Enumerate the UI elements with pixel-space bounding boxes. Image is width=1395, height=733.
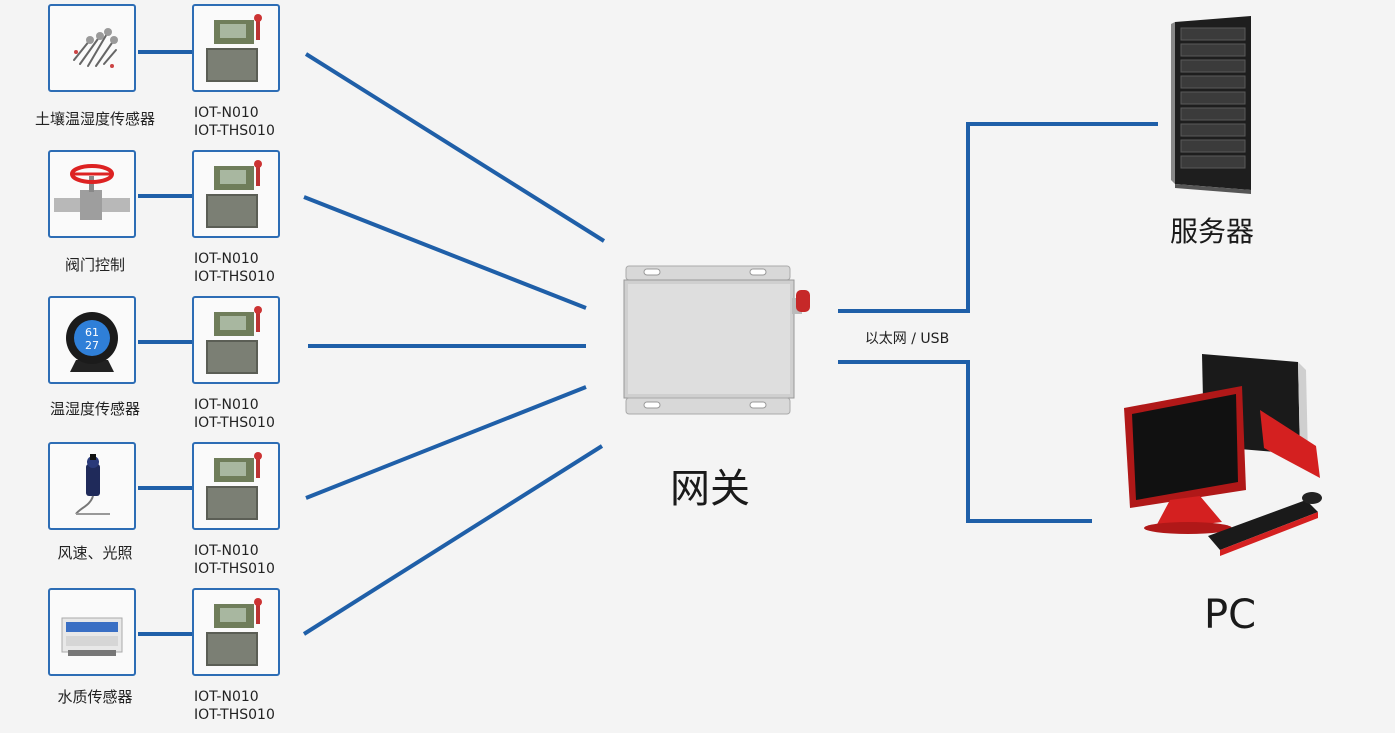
wireless-module-icon (206, 14, 262, 82)
sensor-label: 温湿度传感器 (49, 400, 140, 418)
sensor-box: 61 27 (48, 296, 136, 384)
module-label: IOT-N010 IOT-THS010 (194, 542, 304, 578)
sensor-label: 阀门控制 (64, 256, 125, 274)
module-gateway-link (302, 444, 604, 636)
svg-text:27: 27 (85, 339, 99, 352)
sensor-box (48, 588, 136, 676)
connection-label: 以太网 / USB (864, 331, 950, 347)
valve-icon (54, 164, 130, 220)
soil-probe-icon (73, 28, 118, 68)
wireless-module-icon (206, 160, 262, 228)
module-model-line1: IOT-N010 (194, 251, 259, 267)
sensor-box (48, 442, 136, 530)
sensor-box (48, 4, 136, 92)
sensor-box (48, 150, 136, 238)
svg-text:61: 61 (85, 326, 99, 339)
wireless-module-icon (206, 452, 262, 520)
module-model-line1: IOT-N010 (194, 689, 259, 705)
module-model-line2: IOT-THS010 (194, 415, 275, 431)
module-model-line1: IOT-N010 (194, 397, 259, 413)
server-rack-icon (1171, 16, 1251, 194)
module-model-line2: IOT-THS010 (194, 123, 275, 139)
module-box (192, 150, 280, 238)
gateway-pc-link (838, 360, 1092, 523)
gateway-server-link (838, 122, 1158, 313)
thermo-hygrometer-icon: 61 27 (66, 312, 118, 372)
module-model-line1: IOT-N010 (194, 105, 259, 121)
sensor-label: 风速、光照 (57, 544, 133, 562)
water-quality-analyzer-icon (61, 617, 123, 656)
wireless-module-icon (206, 598, 262, 666)
wireless-module-icon (206, 306, 262, 374)
module-box (192, 442, 280, 530)
module-label: IOT-N010 IOT-THS010 (194, 104, 304, 140)
sensor-label: 土壤温湿度传感器 (34, 110, 155, 128)
module-model-line2: IOT-THS010 (194, 561, 275, 577)
module-gateway-link (303, 195, 587, 310)
module-model-line2: IOT-THS010 (194, 269, 275, 285)
light-sensor-icon (75, 454, 110, 515)
module-gateway-link (304, 52, 606, 243)
desktop-computer-icon (1124, 354, 1322, 556)
gateway-device-icon (623, 265, 810, 415)
module-model-line1: IOT-N010 (194, 543, 259, 559)
module-label: IOT-N010 IOT-THS010 (194, 250, 304, 286)
pc-label: PC (1203, 592, 1257, 638)
gateway-label: 网关 (670, 466, 750, 512)
module-model-line2: IOT-THS010 (194, 707, 275, 723)
server-label: 服务器 (1169, 215, 1254, 248)
module-box (192, 4, 280, 92)
module-gateway-link (305, 385, 587, 500)
module-label: IOT-N010 IOT-THS010 (194, 688, 304, 724)
module-label: IOT-N010 IOT-THS010 (194, 396, 304, 432)
module-box (192, 588, 280, 676)
sensor-label: 水质传感器 (57, 688, 133, 706)
module-box (192, 296, 280, 384)
